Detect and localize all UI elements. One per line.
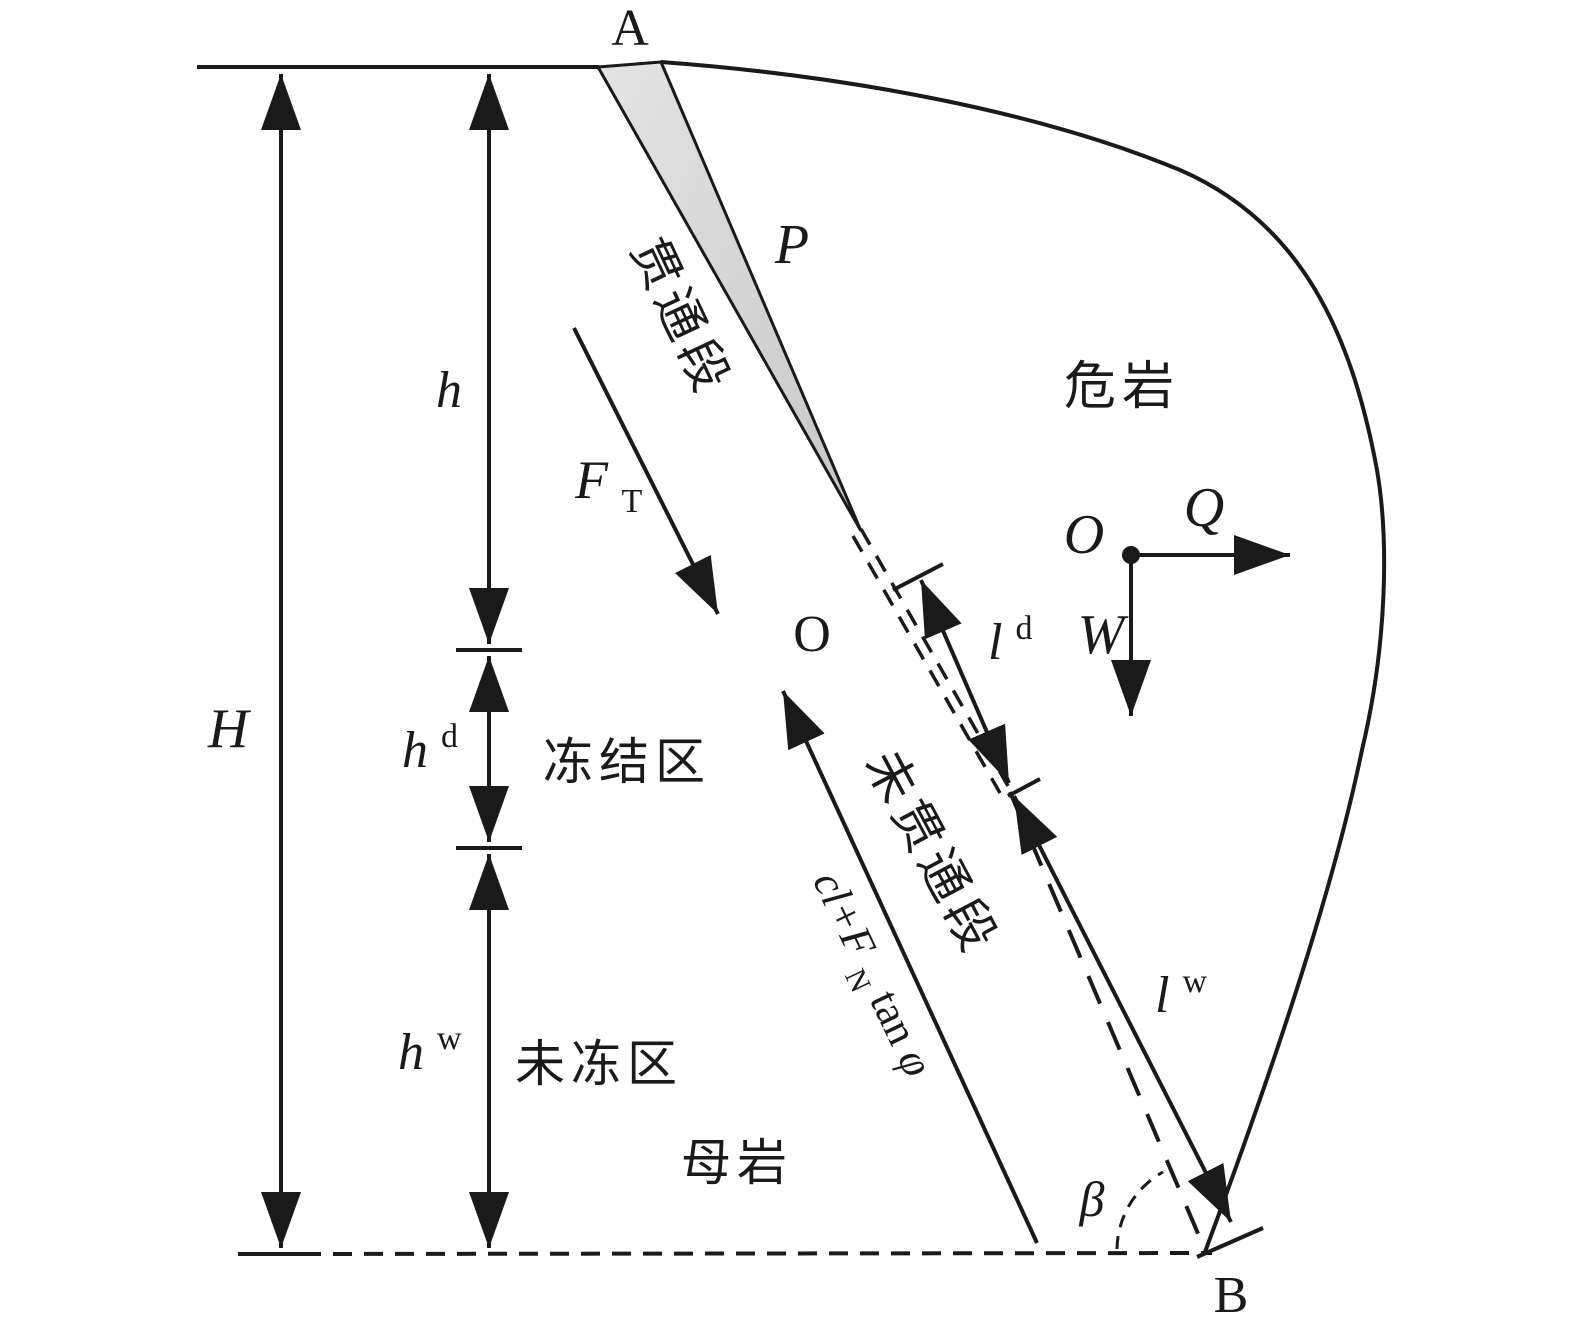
- label-ft: F T: [574, 450, 643, 520]
- label-q: Q: [1184, 477, 1224, 539]
- label-o-force: O: [1064, 504, 1104, 566]
- label-o-crack: O: [793, 606, 831, 663]
- label-p: P: [774, 214, 809, 276]
- point-b-label: B: [1214, 1267, 1249, 1324]
- shear-resistance-arrow: [781, 690, 1039, 1244]
- label-H: H: [207, 698, 251, 760]
- label-lw-sup: w: [1182, 963, 1207, 1000]
- label-ld: l d: [988, 610, 1032, 671]
- label-hd: h d: [402, 718, 458, 779]
- tick-ld-top: [892, 562, 944, 592]
- label-hd-sup: d: [441, 718, 458, 755]
- label-h: h: [436, 362, 462, 419]
- label-lw: l w: [1155, 963, 1207, 1024]
- label-ft-base: F: [574, 450, 609, 510]
- zone-frozen: 冻结区: [543, 734, 711, 790]
- shear-p1: cl+F: [803, 863, 886, 965]
- beta-angle-arc: [1115, 1170, 1164, 1250]
- zone-unfrozen: 未冻区: [515, 1036, 683, 1092]
- tick-ld-bottom: [1007, 777, 1041, 798]
- label-lw-base: l: [1155, 967, 1169, 1024]
- force-ft-arrow: [572, 327, 720, 615]
- label-beta: β: [1079, 1171, 1105, 1227]
- label-hw-base: h: [398, 1024, 424, 1081]
- label-ld-sup: d: [1015, 610, 1032, 647]
- label-hw: h w: [398, 1020, 462, 1081]
- point-a-label: A: [611, 0, 649, 57]
- zone-parent-rock: 母岩: [681, 1135, 793, 1191]
- base-dashed-line: [301, 1251, 1213, 1256]
- point-b-tick: [1196, 1226, 1264, 1259]
- through-segment-wedge: [595, 60, 863, 532]
- label-hw-sup: w: [437, 1020, 462, 1057]
- label-ft-sub: T: [622, 483, 643, 520]
- dimension-lw: [1012, 795, 1233, 1223]
- dangerous-rock-outline-curve: [660, 60, 1387, 1253]
- label-shear-formula: cl+F N tan φ: [793, 863, 943, 1089]
- label-ld-base: l: [988, 614, 1002, 671]
- dimension-ld: [919, 579, 1011, 784]
- shear-sub: N: [838, 964, 877, 998]
- label-hd-base: h: [402, 722, 428, 779]
- zone-dangerous-rock: 危岩: [1064, 359, 1180, 416]
- label-w: W: [1078, 604, 1129, 666]
